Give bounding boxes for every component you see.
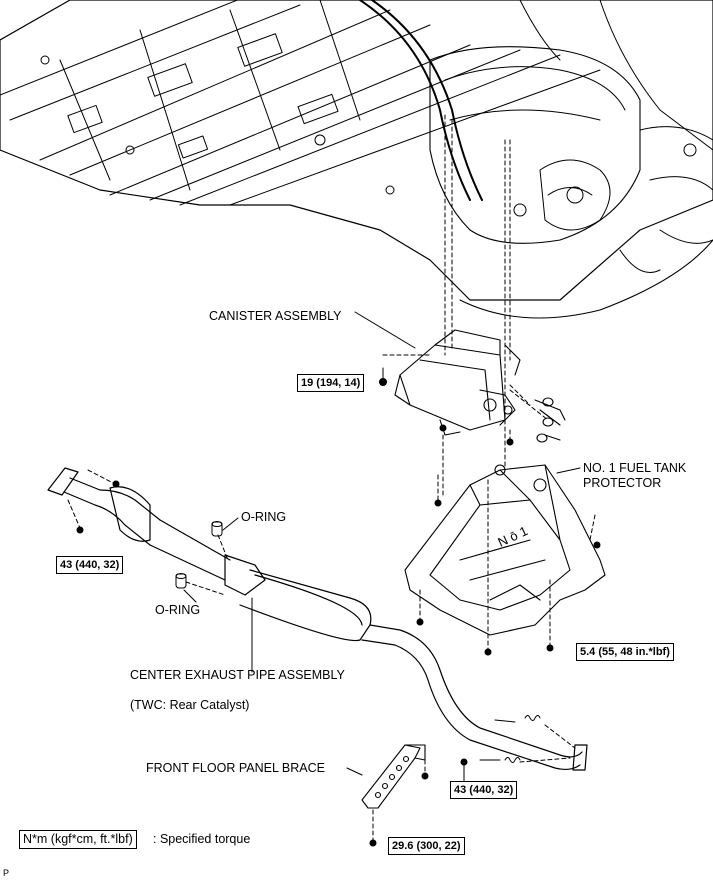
legend-description: : Specified torque: [153, 832, 251, 846]
exhaust-bolts: [67, 469, 576, 766]
oring-upper-label: O-RING: [241, 510, 287, 524]
torque-brace-bolt: 29.6 (300, 22): [388, 837, 465, 855]
svg-text:N ō 1: N ō 1: [495, 523, 530, 550]
brace-leader-line: [346, 767, 363, 776]
center-exhaust-pipe-label: CENTER EXHAUST PIPE ASSEMBLY: [130, 668, 345, 682]
protector-bolts: [416, 499, 601, 656]
oring-upper-leader: [222, 517, 239, 531]
oring-lower-label: O-RING: [155, 603, 201, 617]
torque-canister-bolt: 19 (194, 14): [297, 374, 365, 392]
fuel-tank-protector: N ō 1: [404, 464, 606, 636]
torque-exhaust-front: 43 (440, 32): [56, 556, 124, 574]
canister-bolt-icon: [379, 367, 387, 386]
protector-leader-line: [556, 467, 581, 474]
brace-bolts: [369, 759, 429, 847]
oring-upper-guide: [217, 534, 229, 561]
canister-assembly-label: CANISTER ASSEMBLY: [209, 309, 342, 323]
oring-lower-leader: [183, 589, 197, 603]
oring-lower-icon: [175, 573, 187, 589]
canister-lower-bolts: [439, 424, 514, 446]
oring-lower-guide: [185, 581, 226, 596]
front-floor-panel-brace-label: FRONT FLOOR PANEL BRACE: [146, 761, 325, 775]
legend-unit-box: N*m (kgf*cm, ft.*lbf): [19, 830, 137, 849]
twc-note-label: (TWC: Rear Catalyst): [130, 698, 250, 712]
corner-mark: P: [3, 868, 10, 878]
fuel-tank-protector-label-line2: PROTECTOR: [583, 476, 662, 490]
canister-leader-line: [354, 311, 416, 349]
fuel-tank-protector-label-line1: NO. 1 FUEL TANK: [583, 461, 687, 475]
vehicle-underbody: [0, 0, 713, 319]
front-floor-panel-brace: [361, 744, 426, 809]
center-exhaust-pipe: [47, 467, 588, 771]
canister-assembly: [394, 329, 566, 443]
alignment-lines: [382, 114, 596, 651]
torque-protector-bolt: 5.4 (55, 48 in.*lbf): [576, 643, 674, 661]
oring-upper-icon: [211, 521, 223, 537]
torque-exhaust-rear: 43 (440, 32): [450, 781, 518, 799]
